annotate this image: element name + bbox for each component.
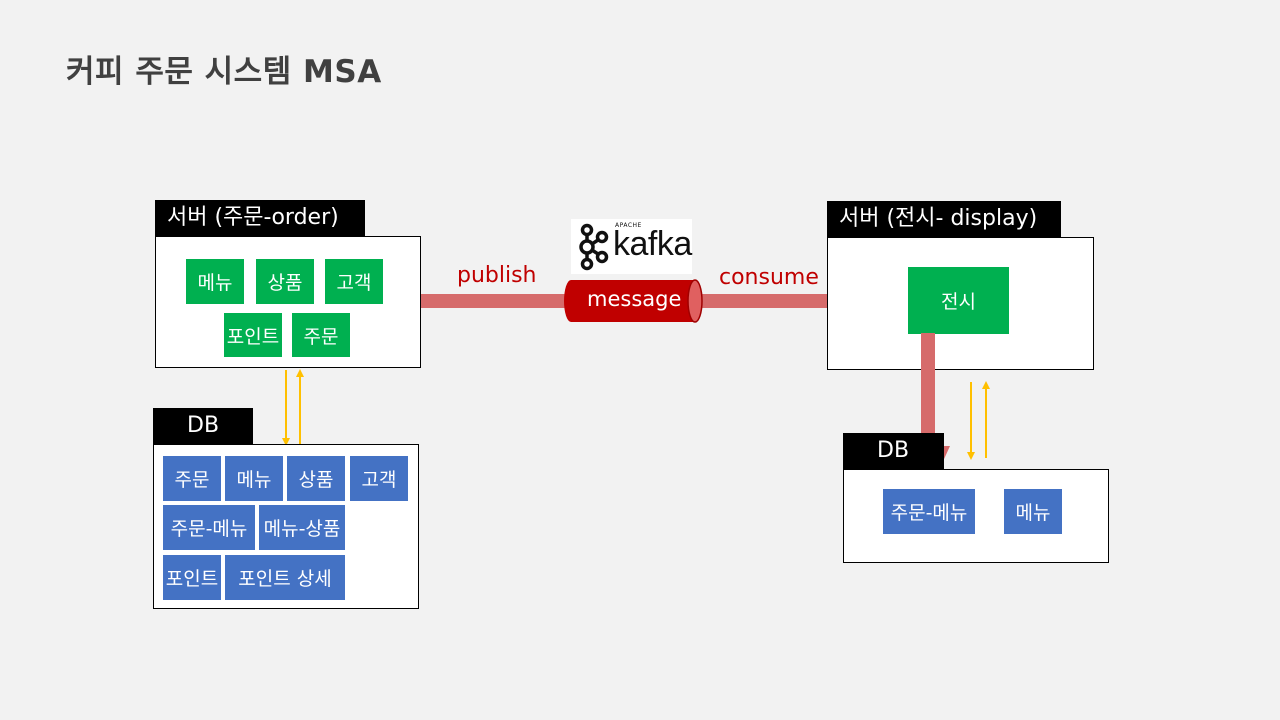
order-server-label: 서버 (주문-order) <box>155 200 365 236</box>
display-to-db-arrow-shaft <box>921 333 935 447</box>
table-order-menu[interactable]: 주문-메뉴 <box>163 505 255 550</box>
module-menu[interactable]: 메뉴 <box>186 259 244 304</box>
module-point[interactable]: 포인트 <box>224 313 282 357</box>
kafka-logo: APACHE kafka <box>571 219 692 274</box>
order-db-sync-arrows <box>282 369 304 446</box>
order-db-label: DB <box>153 408 253 444</box>
kafka-nodes-icon <box>579 223 609 271</box>
message-label: message <box>587 287 682 311</box>
order-server-box: 메뉴 상품 고객 포인트 주문 <box>155 236 421 368</box>
consume-label: consume <box>719 265 819 290</box>
kafka-logo-caption: APACHE <box>615 222 642 229</box>
table-menu-product[interactable]: 메뉴-상품 <box>259 505 345 550</box>
table-product[interactable]: 상품 <box>287 456 345 501</box>
message-queue-cylinder <box>564 279 703 323</box>
page-title: 커피 주문 시스템 MSA <box>66 54 382 90</box>
table-menu[interactable]: 메뉴 <box>225 456 283 501</box>
display-db-sync-arrows <box>967 381 990 460</box>
table-point-detail[interactable]: 포인트 상세 <box>225 555 345 600</box>
publish-pipe <box>420 294 572 308</box>
kafka-logo-word: kafka <box>613 225 692 263</box>
display-server-box: 전시 <box>827 237 1094 370</box>
module-display[interactable]: 전시 <box>908 267 1009 334</box>
table-display-order-menu[interactable]: 주문-메뉴 <box>883 489 975 534</box>
module-product[interactable]: 상품 <box>256 259 314 304</box>
display-db-label: DB <box>843 433 944 469</box>
publish-label: publish <box>457 263 537 288</box>
order-db-box: 주문 메뉴 상품 고객 주문-메뉴 메뉴-상품 포인트 포인트 상세 <box>153 444 419 609</box>
table-display-menu[interactable]: 메뉴 <box>1004 489 1062 534</box>
table-point[interactable]: 포인트 <box>163 555 221 600</box>
table-customer[interactable]: 고객 <box>350 456 408 501</box>
table-order[interactable]: 주문 <box>163 456 221 501</box>
module-order[interactable]: 주문 <box>292 313 350 357</box>
module-customer[interactable]: 고객 <box>325 259 383 304</box>
display-db-box: 주문-메뉴 메뉴 <box>843 469 1109 563</box>
display-server-label: 서버 (전시- display) <box>827 201 1061 237</box>
